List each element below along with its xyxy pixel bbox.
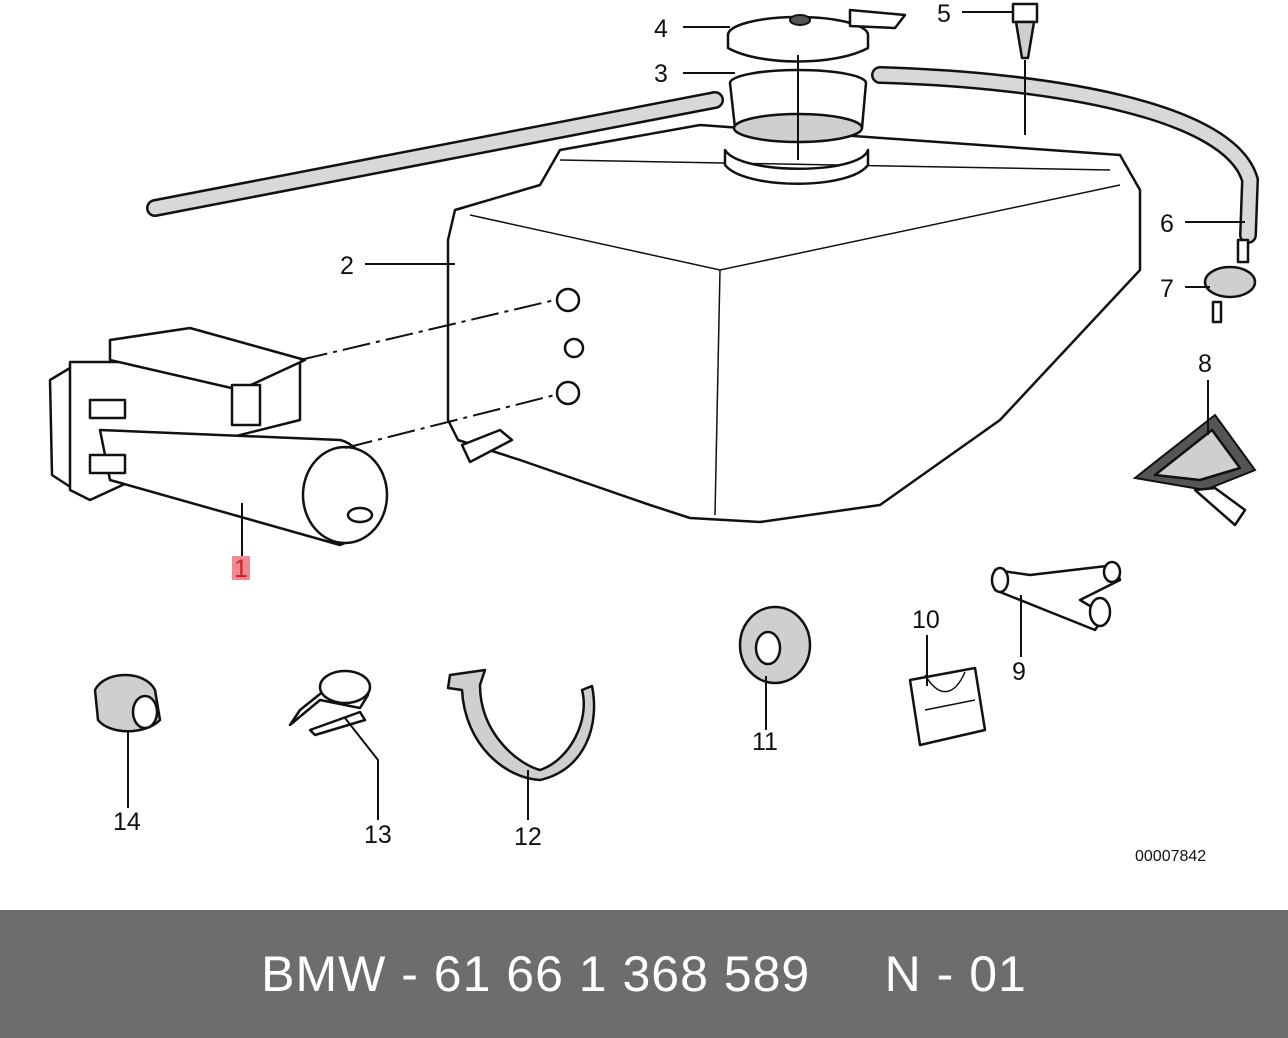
clip (908, 666, 987, 747)
hose-right (871, 66, 1260, 244)
callout-4[interactable]: 4 (654, 15, 668, 43)
nozzle (1132, 413, 1257, 527)
callout-10[interactable]: 10 (912, 606, 940, 634)
screw (1011, 2, 1039, 60)
callout-1-highlight (232, 556, 250, 580)
callout-8[interactable]: 8 (1198, 350, 1212, 378)
cap (726, 8, 907, 63)
callout-7[interactable]: 7 (1160, 275, 1174, 303)
t-connector (990, 560, 1122, 632)
callout-12[interactable]: 12 (514, 823, 542, 851)
callout-13[interactable]: 13 (364, 821, 392, 849)
callout-14[interactable]: 14 (113, 808, 141, 836)
callout-3[interactable]: 3 (654, 60, 668, 88)
callout-11[interactable]: 11 (752, 728, 778, 756)
callout-9[interactable]: 9 (1012, 658, 1026, 686)
leader-lines (127, 11, 1245, 820)
part-number-caption: BMW - 61 66 1 368 589 N - 01 (261, 946, 1027, 1002)
grommet (738, 605, 812, 685)
washer-reservoir (446, 123, 1142, 524)
plug (93, 673, 162, 733)
strap (446, 668, 596, 782)
diagram-reference-code: 00007842 (1135, 848, 1206, 865)
parts-diagram: 1 2 3 4 5 6 7 8 9 10 11 12 13 14 0000784… (48, 0, 1260, 865)
hose-left (146, 91, 724, 217)
callout-6[interactable]: 6 (1160, 210, 1174, 238)
check-valve (1203, 238, 1257, 324)
mount-line-bottom (344, 394, 556, 449)
callout-1[interactable]: 1 (234, 555, 248, 583)
washer-pump (48, 326, 389, 547)
cable-clip (288, 669, 372, 737)
callout-5[interactable]: 5 (937, 0, 951, 28)
footer-bar: BMW - 61 66 1 368 589 N - 01 (0, 910, 1288, 1038)
callout-2[interactable]: 2 (340, 252, 354, 280)
